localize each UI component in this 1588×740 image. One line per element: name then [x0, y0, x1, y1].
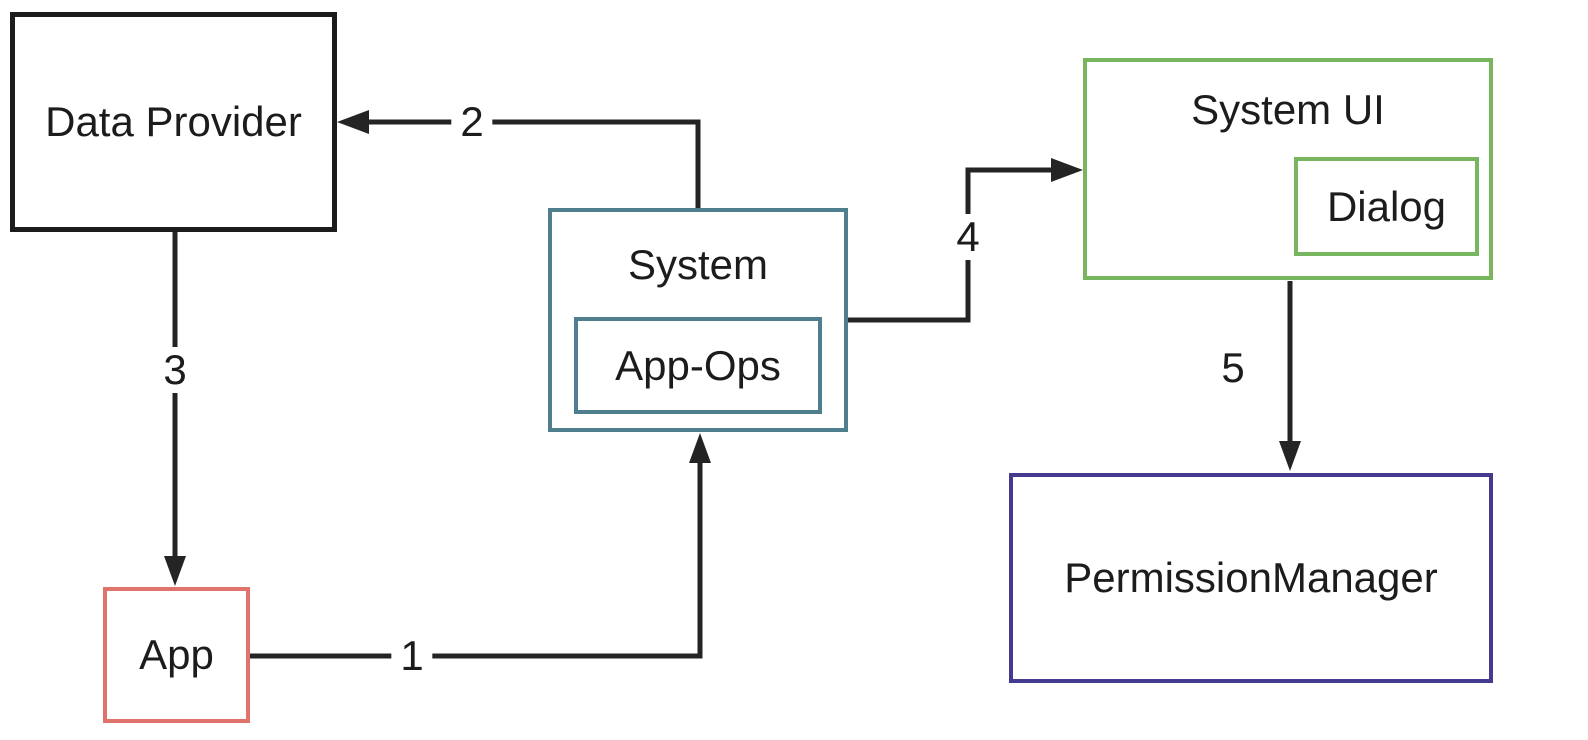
arrow-1-line — [250, 460, 703, 659]
arrow-2-head — [337, 110, 369, 134]
node-system-ui-title: System UI — [1087, 62, 1489, 157]
arrow-3-head — [164, 556, 186, 586]
arrow-1-head — [689, 433, 711, 463]
edge-label-2: 2 — [451, 99, 493, 145]
node-app-ops: App-Ops — [574, 317, 822, 414]
node-data-provider-label: Data Provider — [45, 98, 302, 145]
node-system-ui: System UI Dialog — [1083, 58, 1493, 280]
node-system-ui-label: System UI — [1191, 85, 1385, 133]
node-dialog: Dialog — [1294, 157, 1479, 256]
node-app-ops-label: App-Ops — [615, 341, 781, 389]
node-system-title: System — [552, 212, 844, 317]
node-data-provider: Data Provider — [10, 12, 337, 232]
edge-label-5: 5 — [1217, 345, 1249, 391]
edge-label-4: 4 — [947, 214, 989, 260]
edge-label-1: 1 — [391, 633, 433, 679]
node-permission-manager: PermissionManager — [1009, 473, 1493, 683]
arrow-2-line — [364, 119, 701, 208]
node-app-label: App — [139, 631, 214, 678]
node-permission-manager-label: PermissionManager — [1064, 554, 1438, 601]
node-system-label: System — [627, 240, 769, 288]
node-dialog-label: Dialog — [1326, 182, 1447, 230]
edge-label-3: 3 — [154, 347, 196, 393]
arrow-5-head — [1279, 441, 1301, 471]
node-system: System App-Ops — [548, 208, 848, 432]
arrow-4-head — [1051, 158, 1083, 182]
node-app: App — [103, 587, 250, 723]
